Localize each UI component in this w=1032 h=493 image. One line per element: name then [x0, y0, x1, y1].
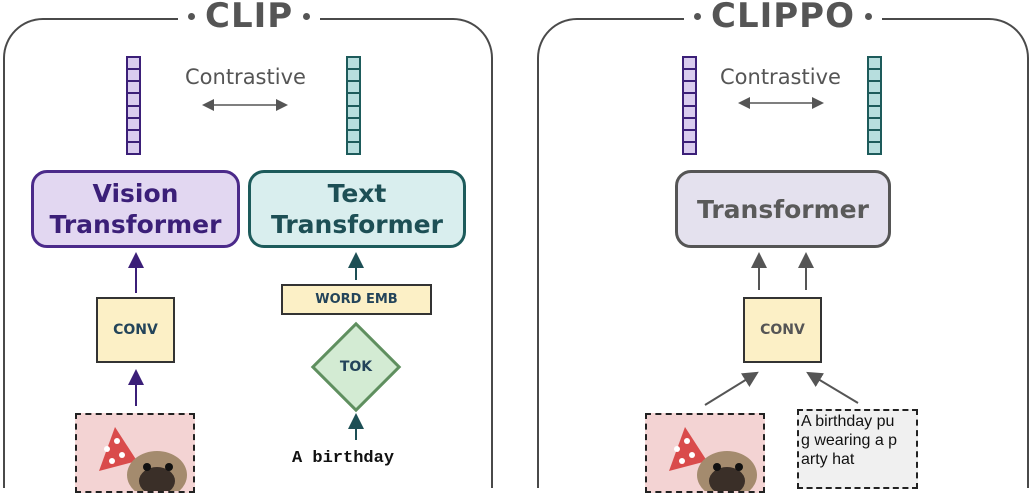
clippo-image-embedding-vector [682, 56, 697, 155]
title-dot-icon [694, 12, 701, 20]
clip-contrastive-label: Contrastive [185, 65, 306, 89]
clip-title: CLIP [178, 0, 321, 36]
clip-input-text: A birthday [292, 449, 395, 468]
clip-title-text: CLIP [205, 0, 294, 36]
word-emb-box: WORD EMB [281, 284, 432, 315]
rendered-text-line: arty hat [801, 451, 855, 468]
arrows-layer [128, 97, 859, 440]
clip-image-embedding-vector [126, 56, 141, 155]
clippo-rendered-text-image: A birthday pu g wearing a p arty hat [797, 409, 918, 489]
vision-transformer-line2: Transformer [49, 210, 222, 239]
text-image-to-conv-diagonal-arrow [806, 371, 859, 404]
image-to-conv-diagonal-arrow [704, 371, 759, 406]
rendered-text-line: A birthday pu [801, 413, 895, 430]
clip-text-embedding-vector [346, 56, 361, 155]
tok-label: TOK [339, 359, 373, 375]
clippo-title-text: CLIPPO [711, 0, 856, 36]
clippo-title: CLIPPO [684, 0, 883, 36]
clippo-transformer-box: Transformer [675, 170, 891, 248]
rendered-text-line: g wearing a p [801, 432, 898, 449]
text-transformer-box: Text Transformer [248, 170, 466, 248]
title-dot-icon [188, 12, 195, 20]
clip-conv-box: CONV [96, 297, 175, 363]
vision-transformer-line1: Vision [92, 179, 179, 208]
clippo-conv-box: CONV [743, 297, 822, 363]
clippo-contrastive-label: Contrastive [720, 65, 841, 89]
title-dot-icon [865, 12, 873, 20]
clippo-text-embedding-vector [867, 56, 882, 155]
vision-transformer-box: Vision Transformer [31, 170, 240, 248]
title-dot-icon [303, 12, 311, 20]
text-transformer-line2: Transformer [271, 210, 443, 239]
text-transformer-line1: Text [327, 179, 387, 208]
